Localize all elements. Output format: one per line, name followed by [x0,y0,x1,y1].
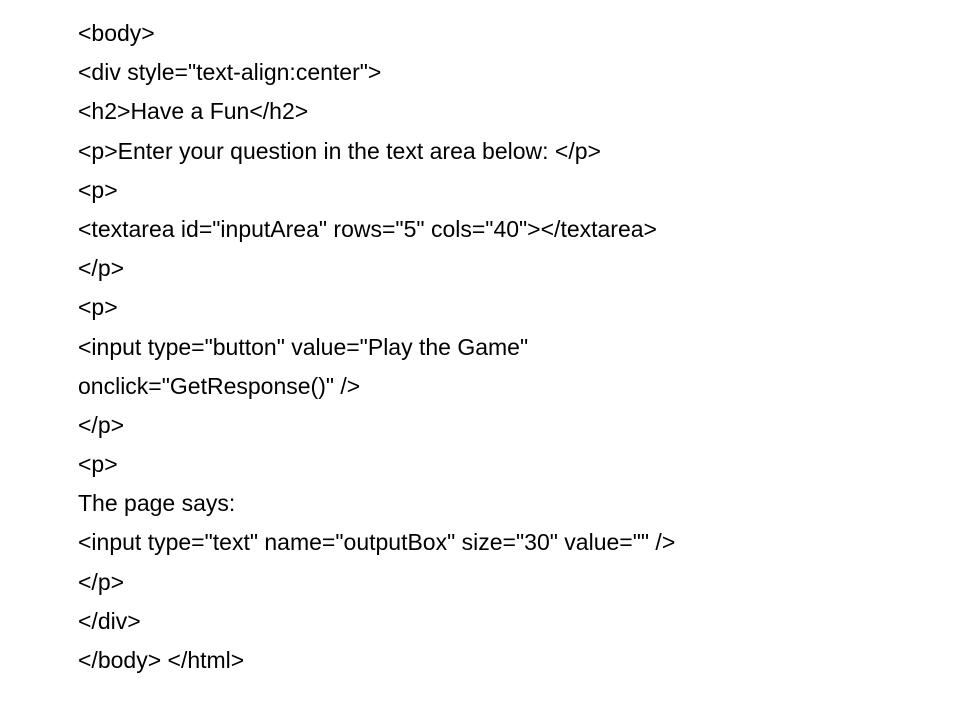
code-line-onclick: onclick="GetResponse()" /> [78,372,361,399]
code-line-p-open: <p> [78,451,118,478]
code-line-div-open: <div style="text-align:center"> [78,59,382,86]
code-line-instruction: <p>Enter your question in the text area … [78,137,601,164]
code-line-p-open: <p> [78,176,118,203]
code-line-p-close: </p> [78,411,125,438]
code-line-textarea: <textarea id="inputArea" rows="5" cols="… [78,215,657,242]
code-line-body-html-close: </body> </html> [78,647,245,673]
code-line-p-open: <p> [78,294,118,321]
code-line-p-close: </p> [78,568,125,595]
code-line-button-input: <input type="button" value="Play the Gam… [78,333,529,360]
code-line-div-close: </div> [78,607,141,634]
code-listing: <body> <div style="text-align:center"> <… [78,14,675,680]
code-line-heading: <h2>Have a Fun</h2> [78,98,309,125]
code-line-body-open: <body> [78,20,155,46]
code-line-text-input: <input type="text" name="outputBox" size… [78,529,676,556]
code-line-p-close: </p> [78,255,125,282]
code-line-page-says: The page says: [78,490,236,517]
